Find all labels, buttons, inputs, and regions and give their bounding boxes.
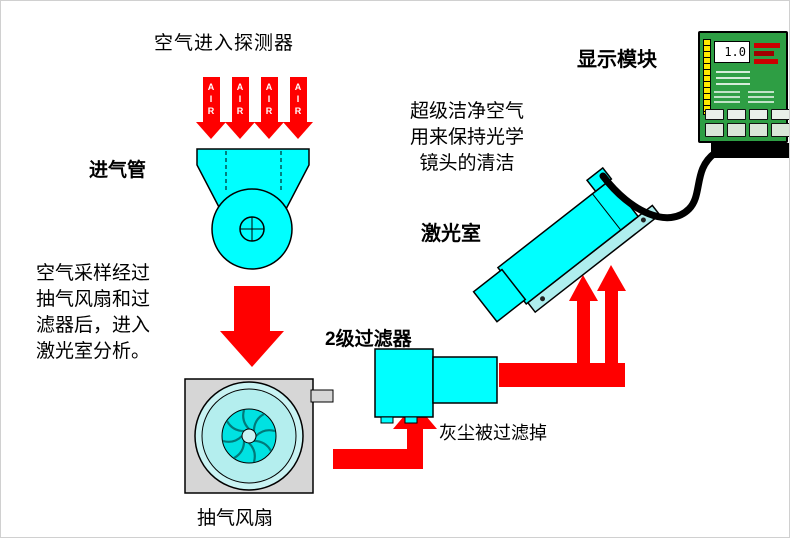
scale-strip [703,39,711,115]
filter-label: 2级过滤器 [325,329,412,350]
laser-chamber-label: 激光室 [421,223,481,245]
device-text-column [748,91,774,106]
device-button [749,123,768,137]
intake-funnel [196,148,310,270]
fan-outlet-pipe [310,389,334,403]
clean-air-description: 超级洁净空气 用来保持光学 镜头的清洁 [403,99,531,177]
display-module-device: 1.0 [698,31,789,143]
air-flow-arrow: AIR [196,77,226,139]
chamber-lens-block [472,268,527,323]
air-arrowhead-icon [254,122,284,139]
device-text-column [714,91,740,106]
laser-chamber [472,166,661,323]
display-module-label: 显示模块 [577,49,657,71]
exhaust-fan-label: 抽气风扇 [197,508,274,529]
air-flow-arrow: AIR [225,77,255,139]
device-button [771,123,789,137]
signal-cable [599,149,719,222]
device-button [727,123,746,137]
intake-pipe-label: 进气管 [89,160,147,181]
device-button [705,123,724,137]
filter-unit [374,348,498,424]
air-arrow-label: AIR [289,77,307,122]
device-text-rows [716,71,750,89]
sampling-line: 空气采样经过 [36,263,151,284]
device-screen: 1.0 [714,41,750,63]
sampling-line: 激光室分析。 [36,341,151,362]
exhaust-fan [184,378,334,494]
air-arrow-label: AIR [260,77,278,122]
air-arrowhead-icon [225,122,255,139]
device-button-row [705,123,789,137]
screen-value: 1.0 [724,45,746,59]
clean-air-line: 镜头的清洁 [419,153,515,174]
air-arrowhead-icon [196,122,226,139]
brand-marks [754,43,780,67]
down-arrow-icon [220,286,284,367]
air-arrow-label: AIR [231,77,249,122]
air-arrow-label: AIR [202,77,220,122]
air-flow-arrow: AIR [254,77,284,139]
device-button [705,109,724,120]
air-inlet-caption: 空气进入探测器 [154,33,295,54]
device-button [749,109,768,120]
clean-air-line: 超级洁净空气 [409,101,524,122]
device-button [771,109,789,120]
sampling-line: 滤器后，进入 [36,315,151,336]
air-flow-arrow: AIR [283,77,313,139]
sampling-description: 空气采样经过 抽气风扇和过 滤器后，进入 激光室分析。 [36,261,150,365]
air-arrowhead-icon [283,122,313,139]
clean-air-line: 用来保持光学 [409,127,524,148]
device-button-row [705,109,789,120]
arrow-filter-to-chamber [499,265,626,387]
fan-blades-icon [222,409,276,463]
sampling-line: 抽气风扇和过 [36,289,151,310]
device-button [727,109,746,120]
dust-filtered-label: 灰尘被过滤掉 [439,423,547,443]
device-stand [711,143,789,158]
